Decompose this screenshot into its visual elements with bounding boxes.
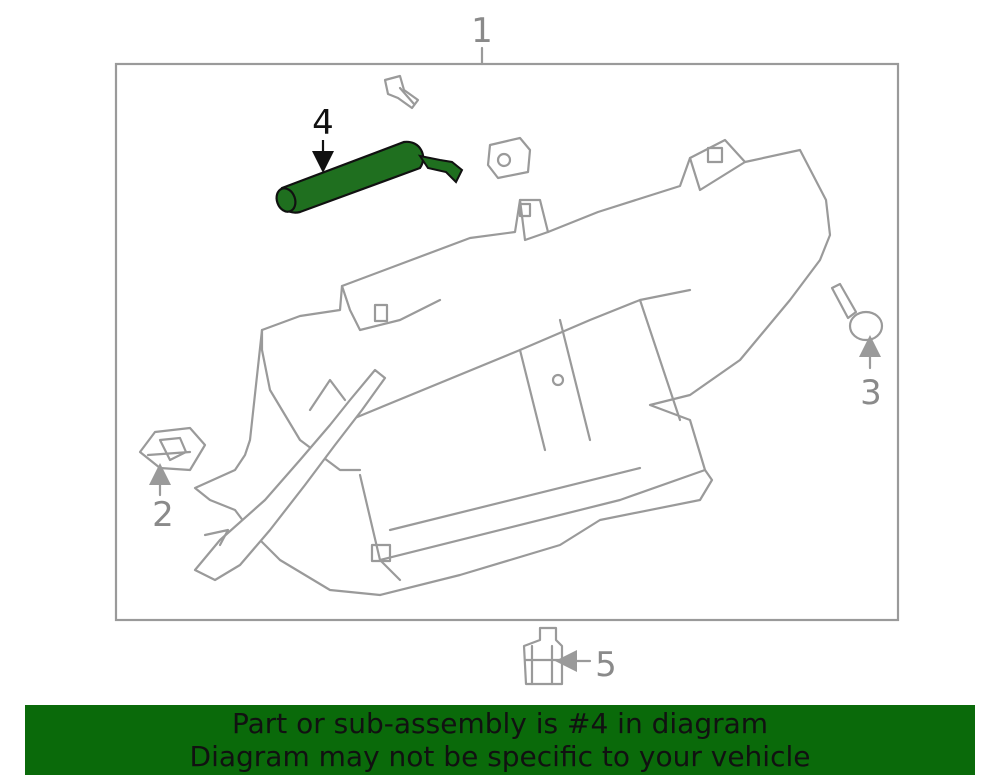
banner-line-2: Diagram may not be specific to your vehi… <box>189 740 811 773</box>
parts-diagram: 1 2 3 4 5 <box>114 11 900 686</box>
callout-4[interactable]: 4 <box>312 103 334 143</box>
part-3-bumper[interactable] <box>830 282 884 342</box>
info-banner: Part or sub-assembly is #4 in diagram Di… <box>25 705 975 775</box>
bracket-top <box>486 136 532 180</box>
callout-1[interactable]: 1 <box>471 11 493 51</box>
glove-box-assembly[interactable] <box>193 138 832 597</box>
callout-2[interactable]: 2 <box>152 495 174 535</box>
part-2-clip[interactable] <box>138 426 207 472</box>
assembly-frame <box>114 62 900 622</box>
banner-line-1: Part or sub-assembly is #4 in diagram <box>231 707 769 740</box>
callout-5[interactable]: 5 <box>595 645 617 685</box>
callout-3[interactable]: 3 <box>860 373 882 413</box>
part-4-damper[interactable] <box>273 140 464 215</box>
screw-top <box>383 74 420 110</box>
part-5-fastener[interactable] <box>522 626 564 686</box>
